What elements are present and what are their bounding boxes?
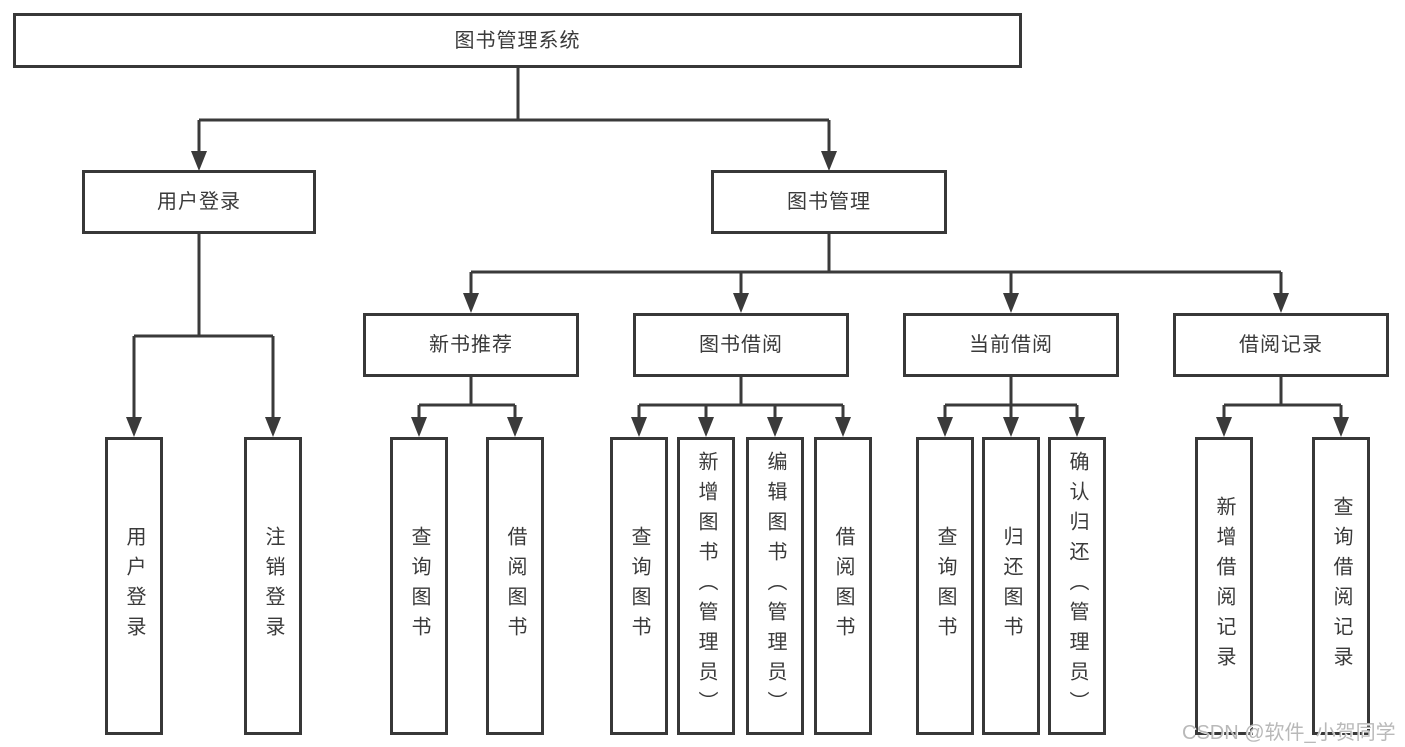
arrow-login-leaf-1 <box>126 417 142 437</box>
arrow-borrow <box>733 293 749 313</box>
node-book-mgmt: 图书管理 <box>711 170 947 234</box>
leaf-return-books-label: 归还图书 <box>1000 526 1022 646</box>
connector-root-to-level2 <box>191 68 837 171</box>
node-borrow-records: 借阅记录 <box>1173 313 1389 377</box>
connector-recommend-children <box>411 377 523 437</box>
arrow-recommend-leaf-1 <box>411 417 427 437</box>
arrow-recommend-leaf-2 <box>507 417 523 437</box>
leaf-recommend-borrow-books-label: 借阅图书 <box>504 526 526 646</box>
leaf-borrow-books-label: 借阅图书 <box>832 526 854 646</box>
arrow-borrow-leaf-2 <box>698 417 714 437</box>
node-current-borrow-label: 当前借阅 <box>969 334 1053 356</box>
arrow-borrow-leaf-1 <box>631 417 647 437</box>
leaf-borrow-query-books-label: 查询图书 <box>628 526 650 646</box>
leaf-recommend-borrow-books: 借阅图书 <box>486 437 544 735</box>
leaf-return-books: 归还图书 <box>982 437 1040 735</box>
arrow-current-leaf-1 <box>937 417 953 437</box>
node-user-login: 用户登录 <box>82 170 316 234</box>
node-book-borrow: 图书借阅 <box>633 313 849 377</box>
leaf-edit-books-admin-label: 编辑图书（管理员） <box>764 451 786 721</box>
node-new-book-recommend: 新书推荐 <box>363 313 579 377</box>
node-new-book-recommend-label: 新书推荐 <box>429 334 513 356</box>
arrow-current-leaf-2 <box>1003 417 1019 437</box>
leaf-confirm-return-admin: 确认归还（管理员） <box>1048 437 1106 735</box>
node-book-borrow-label: 图书借阅 <box>699 334 783 356</box>
leaf-recommend-query-books: 查询图书 <box>390 437 448 735</box>
node-root-label: 图书管理系统 <box>454 29 581 52</box>
leaf-query-borrow-record-label: 查询借阅记录 <box>1330 496 1352 676</box>
node-book-mgmt-label: 图书管理 <box>787 191 871 213</box>
leaf-logout: 注销登录 <box>244 437 302 735</box>
connector-borrow-children <box>631 377 851 437</box>
node-root: 图书管理系统 <box>13 13 1022 68</box>
node-current-borrow: 当前借阅 <box>903 313 1119 377</box>
arrow-borrow-leaf-3 <box>767 417 783 437</box>
arrow-records-leaf-2 <box>1333 417 1349 437</box>
connector-current-children <box>937 377 1085 437</box>
leaf-user-login-label: 用户登录 <box>123 526 145 646</box>
arrow-records <box>1273 293 1289 313</box>
arrow-book-mgmt <box>821 151 837 171</box>
arrow-records-leaf-1 <box>1216 417 1232 437</box>
node-user-login-label: 用户登录 <box>157 191 241 213</box>
arrow-borrow-leaf-4 <box>835 417 851 437</box>
leaf-edit-books-admin: 编辑图书（管理员） <box>746 437 804 735</box>
watermark: CSDN @软件_小贺同学 <box>1182 722 1396 744</box>
leaf-borrow-query-books: 查询图书 <box>610 437 668 735</box>
leaf-current-query-books-label: 查询图书 <box>934 526 956 646</box>
arrow-recommend <box>463 293 479 313</box>
leaf-add-borrow-record-label: 新增借阅记录 <box>1213 496 1235 676</box>
arrow-login-leaf-2 <box>265 417 281 437</box>
leaf-user-login: 用户登录 <box>105 437 163 735</box>
arrow-current-leaf-3 <box>1069 417 1085 437</box>
connector-user-login-children <box>126 234 281 437</box>
arrow-user-login <box>191 151 207 171</box>
leaf-borrow-books: 借阅图书 <box>814 437 872 735</box>
leaf-confirm-return-admin-label: 确认归还（管理员） <box>1066 451 1088 721</box>
connector-book-mgmt-children <box>463 234 1289 313</box>
leaf-add-books-admin-label: 新增图书（管理员） <box>695 451 717 721</box>
connector-records-children <box>1216 377 1349 437</box>
arrow-current <box>1003 293 1019 313</box>
leaf-current-query-books: 查询图书 <box>916 437 974 735</box>
node-borrow-records-label: 借阅记录 <box>1239 334 1323 356</box>
leaf-add-books-admin: 新增图书（管理员） <box>677 437 735 735</box>
leaf-recommend-query-books-label: 查询图书 <box>408 526 430 646</box>
leaf-query-borrow-record: 查询借阅记录 <box>1312 437 1370 735</box>
leaf-add-borrow-record: 新增借阅记录 <box>1195 437 1253 735</box>
leaf-logout-label: 注销登录 <box>262 526 284 646</box>
